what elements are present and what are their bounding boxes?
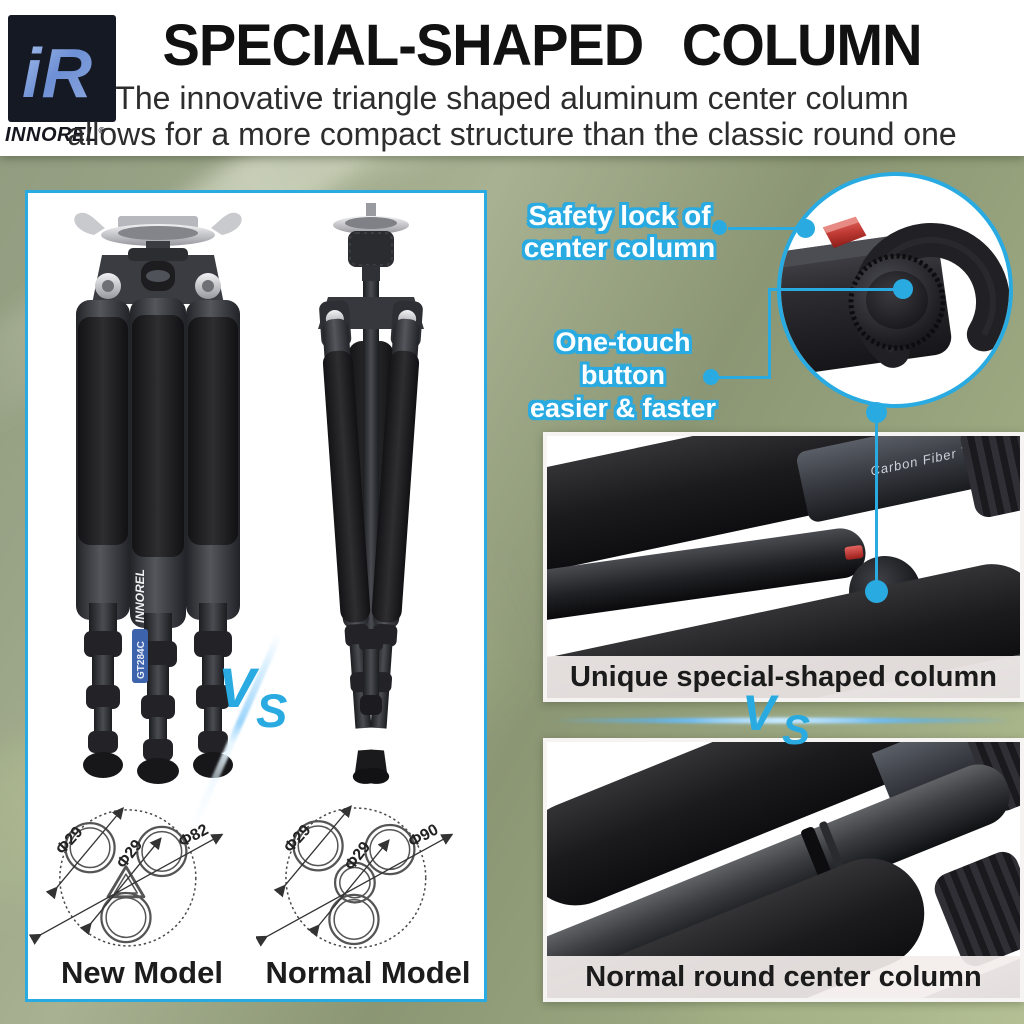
- unique-column-panel: Carbon Fiber Tripod Unique special-shape…: [543, 432, 1024, 702]
- safety-lock-red-button: [844, 544, 864, 561]
- normal-model-label: Normal Model: [265, 955, 471, 990]
- page-subtitle: The innovative triangle shaped aluminum …: [0, 80, 1024, 152]
- circle-anchor-dot: [866, 402, 887, 423]
- circle-to-panel-line: [875, 414, 878, 592]
- one-touch-target-dot: [893, 279, 913, 299]
- vs-letter-s: S: [256, 684, 288, 737]
- new-model-diagram: Φ29 Φ29 Φ82: [28, 806, 224, 947]
- vs-letter-s: S: [782, 706, 811, 753]
- subtitle-line-1: The innovative triangle shaped aluminum …: [115, 80, 909, 116]
- one-touch-connector-line: [768, 290, 771, 379]
- header: iR INNOREL® SPECIAL-SHAPED COLUMN The in…: [0, 0, 1024, 156]
- new-model-label: New Model: [61, 955, 223, 990]
- twist-lock: [957, 436, 1020, 520]
- tripod-leg-brand-print: INNOREL: [133, 569, 147, 623]
- comparison-panel: INNOREL GT284C: [25, 190, 487, 1002]
- twist-lock-knob: [929, 847, 1020, 971]
- safety-lock-line1: Safety lock of: [528, 200, 711, 231]
- normal-model-diagram: Φ29 Φ29 Φ90: [256, 805, 454, 949]
- one-touch-text-dot: [703, 369, 719, 385]
- vs-letter-v: V: [742, 685, 776, 741]
- safety-lock-connector-line: [728, 227, 802, 230]
- subtitle-line-2: allows for a more compact structure than…: [67, 116, 957, 152]
- safety-lock-callout: Safety lock of center column: [512, 200, 727, 264]
- one-touch-line2: button: [581, 360, 665, 390]
- dim-label-leg1: Φ29: [52, 823, 86, 858]
- safety-lock-target-dot: [796, 219, 815, 238]
- vs-separator-left: V S: [188, 632, 324, 833]
- safety-lock-text-dot: [712, 220, 727, 235]
- page-title: SPECIAL-SHAPED COLUMN: [162, 11, 922, 78]
- vs-flare-glow: [640, 716, 930, 725]
- normal-column-panel: Normal round center column: [543, 738, 1024, 1002]
- one-touch-connector-line: [718, 376, 770, 379]
- dim-label-outer: Φ82: [176, 820, 212, 850]
- zoom-callout-circle: [777, 172, 1013, 408]
- one-touch-line3: easier & faster: [529, 393, 717, 423]
- vs-separator-right: V S: [742, 684, 842, 774]
- vs-letter-v: V: [218, 656, 256, 719]
- normal-column-caption: Normal round center column: [547, 956, 1020, 998]
- unique-column-caption: Unique special-shaped column: [547, 656, 1020, 698]
- panel-target-dot: [865, 580, 888, 603]
- one-touch-line1: One-touch: [555, 327, 691, 357]
- tripod-leg-model-print: GT284C: [136, 641, 147, 679]
- one-touch-connector-line: [768, 288, 900, 291]
- column-lock-closeup-photo: [781, 216, 1009, 381]
- dim-label-outer: Φ90: [405, 820, 441, 850]
- safety-lock-line2: center column: [523, 232, 716, 263]
